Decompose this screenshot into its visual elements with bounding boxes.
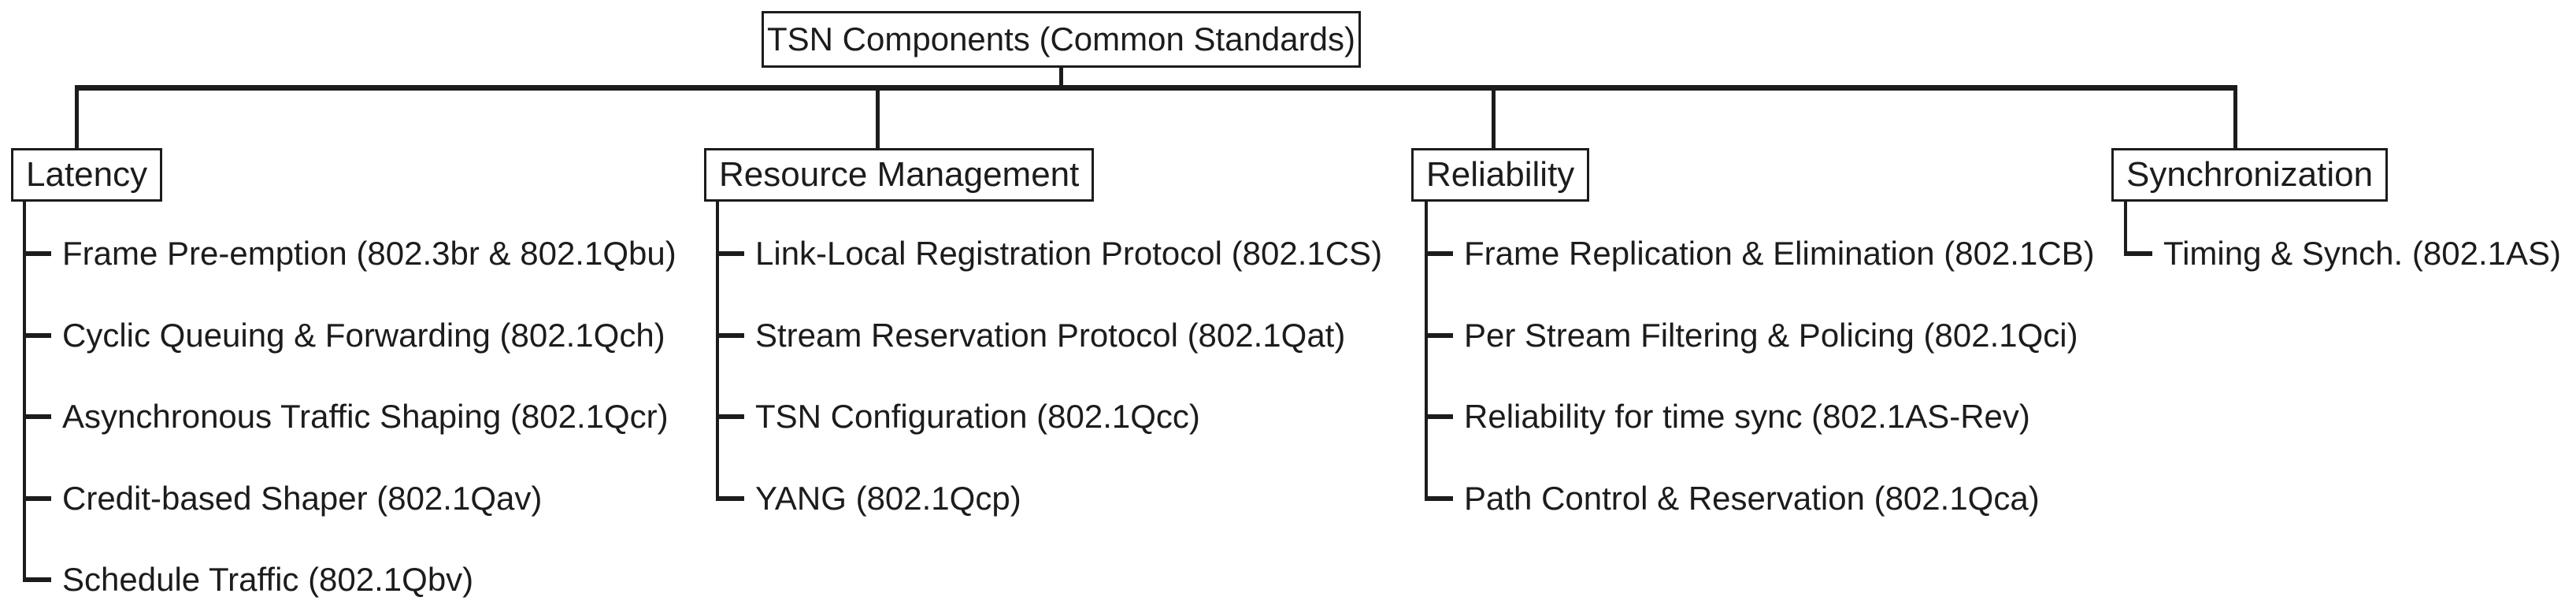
spine-latency	[23, 202, 26, 580]
drop-connector-reliability	[1492, 88, 1496, 150]
branch-node-latency: Latency	[11, 148, 163, 202]
leaf-item: Per Stream Filtering & Policing (802.1Qc…	[1464, 317, 2078, 354]
leaf-item: Stream Reservation Protocol (802.1Qat)	[755, 317, 1346, 354]
tick-icon	[1425, 414, 1453, 419]
drop-connector-synchronization	[2233, 88, 2237, 150]
spine-reliability	[1425, 202, 1428, 499]
branch-node-synchronization: Synchronization	[2111, 148, 2389, 202]
tick-icon	[23, 333, 51, 338]
spine-synchronization	[2124, 202, 2127, 256]
branch-node-reliability: Reliability	[1411, 148, 1590, 202]
tick-icon	[1425, 333, 1453, 338]
root-stub-connector	[1059, 66, 1063, 87]
tick-icon	[23, 251, 51, 256]
tick-icon	[2124, 251, 2152, 256]
leaf-item: Link-Local Registration Protocol (802.1C…	[755, 235, 1383, 272]
tick-icon	[716, 251, 744, 256]
leaf-item: TSN Configuration (802.1Qcc)	[755, 398, 1200, 435]
branch-node-resource-management: Resource Management	[704, 148, 1095, 202]
spine-resource-management	[716, 202, 719, 499]
trunk-connector	[75, 85, 2237, 91]
tick-icon	[1425, 496, 1453, 501]
leaf-item: Cyclic Queuing & Forwarding (802.1Qch)	[62, 317, 665, 354]
leaf-item: Path Control & Reservation (802.1Qca)	[1464, 480, 2040, 517]
tick-icon	[1425, 251, 1453, 256]
drop-connector-resource-management	[876, 88, 880, 150]
leaf-item: Timing & Synch. (802.1AS)	[2163, 235, 2561, 272]
tick-icon	[23, 414, 51, 419]
leaf-item: Schedule Traffic (802.1Qbv)	[62, 561, 474, 598]
leaf-item: Frame Pre-emption (802.3br & 802.1Qbu)	[62, 235, 676, 272]
tick-icon	[716, 414, 744, 419]
tick-icon	[23, 496, 51, 501]
tick-icon	[716, 496, 744, 501]
leaf-item: Asynchronous Traffic Shaping (802.1Qcr)	[62, 398, 669, 435]
leaf-item: Frame Replication & Elimination (802.1CB…	[1464, 235, 2095, 272]
leaf-item: Credit-based Shaper (802.1Qav)	[62, 480, 543, 517]
root-node: TSN Components (Common Standards)	[762, 11, 1361, 68]
leaf-item: Reliability for time sync (802.1AS-Rev)	[1464, 398, 2030, 435]
drop-connector-latency	[75, 88, 79, 150]
tick-icon	[23, 577, 51, 582]
leaf-item: YANG (802.1Qcp)	[755, 480, 1021, 517]
tick-icon	[716, 333, 744, 338]
